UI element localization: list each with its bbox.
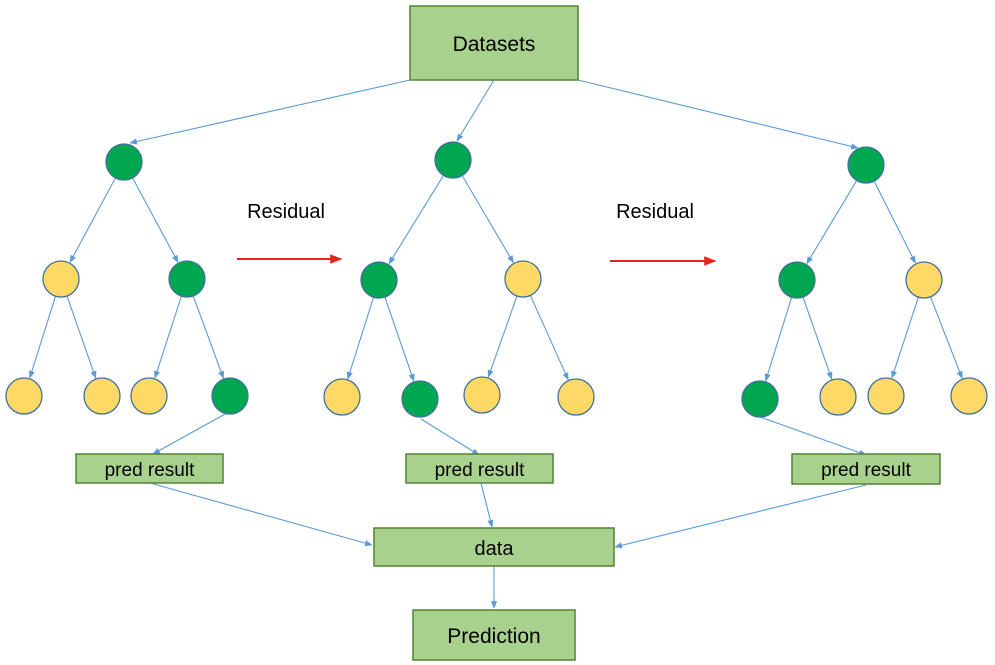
tree-node-yellow [504,260,542,298]
pred-result-label-2: pred result [435,460,525,481]
tree-edge [346,296,375,380]
tree-node-green [105,143,143,181]
datasets-label: Datasets [453,33,536,56]
edge-datasets-tree1 [129,79,411,145]
edge-tree2-result [420,418,480,456]
tree-edge [529,295,569,381]
tree-edge [929,296,963,380]
residual-label-1: Residual [247,201,325,223]
prediction-box: Prediction [412,609,576,661]
tree-edge [806,180,858,265]
tree-edge [388,175,445,265]
prediction-label: Prediction [447,625,540,648]
tree-node-green [847,146,885,184]
tree-edge [192,295,224,379]
tree-node-green [401,380,439,418]
tree-edges [28,175,963,382]
tree-node-yellow [867,377,905,415]
tree-node-yellow [323,378,361,416]
residual-label-2: Residual [616,201,694,223]
edge-datasets-tree3 [577,79,859,150]
tree-node-yellow [42,260,80,298]
edge-result2-data [480,482,494,528]
tree-node-green [434,141,472,179]
tree-edge [764,297,793,382]
result-edges [149,412,867,609]
edge-tree1-result [152,412,228,455]
data-label: data [475,538,515,560]
pred-result-label-1: pred result [105,460,195,481]
tree-node-yellow [5,377,43,415]
tree-edge [487,295,518,378]
tree-edge [28,295,57,379]
tree-node-yellow [819,378,857,416]
tree-edge [384,296,415,382]
data-box: data [373,527,615,567]
edge-result1-data [149,482,373,547]
tree-edge [461,175,514,264]
tree-edge [891,296,919,379]
tree-node-green [741,380,779,418]
edge-tree3-result [759,416,867,456]
datasets-box: Datasets [409,5,579,81]
tree-node-yellow [950,377,988,415]
tree-edge [132,177,179,263]
tree-edge [154,295,182,379]
tree-node-yellow [557,378,595,416]
tree-node-yellow [905,261,943,299]
edge-datasets-tree2 [456,79,495,142]
tree-edge [873,180,916,264]
tree-node-yellow [463,376,501,414]
tree-node-green [168,260,206,298]
tree-node-green [360,261,398,299]
tree-edge [69,177,116,263]
tree-node-yellow [83,377,121,415]
dataset-edges [129,79,859,150]
tree-node-yellow [130,377,168,415]
pred-result-box-1: pred result [75,453,224,484]
pred-result-label-3: pred result [821,460,911,481]
pred-result-box-3: pred result [791,453,941,485]
pred-result-box-2: pred result [405,453,554,484]
edge-result3-data [614,484,867,549]
tree-nodes [5,141,988,418]
tree-edge [802,296,833,380]
tree-node-green [211,377,249,415]
tree-edge [66,295,97,379]
tree-node-green [778,261,816,299]
